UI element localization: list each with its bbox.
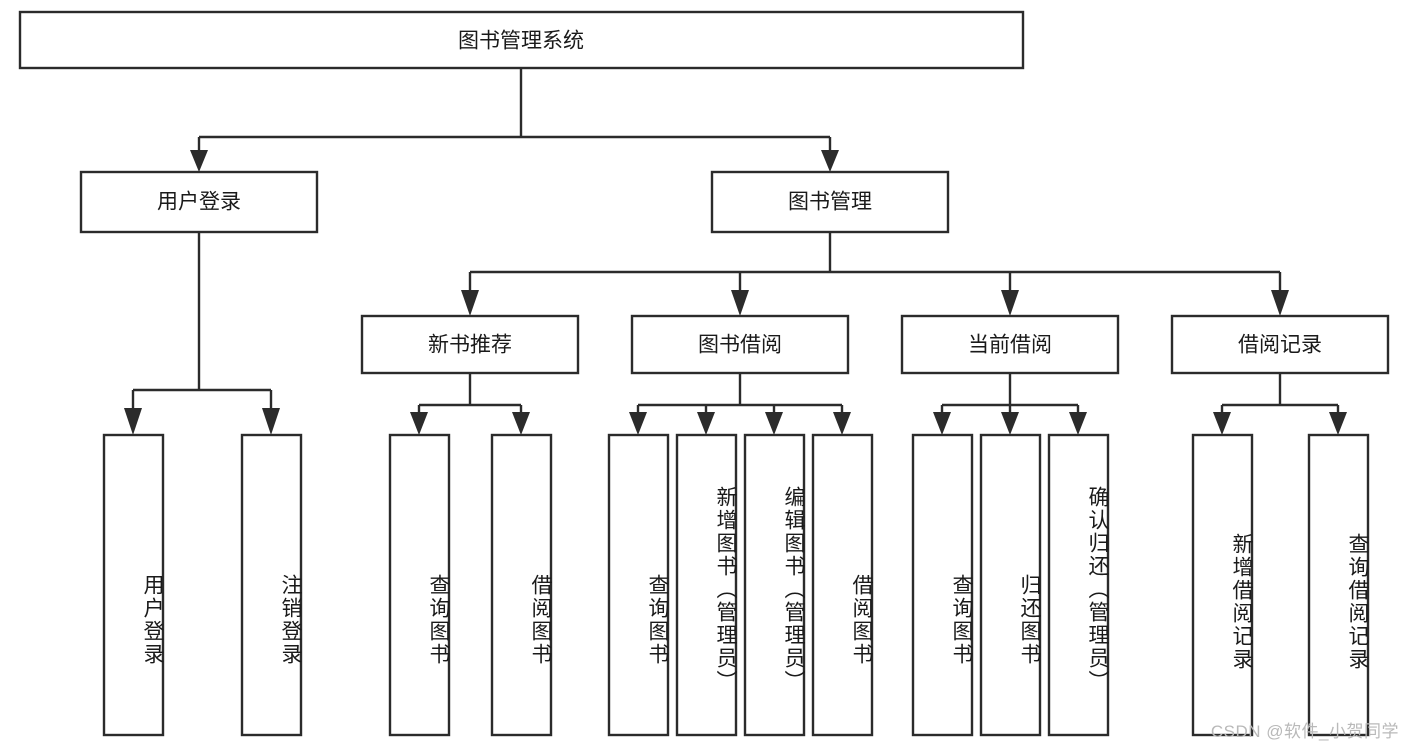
arrow-book-borrow-leaf-4	[833, 412, 851, 435]
arrow-new-book-recommend-leaf-1	[410, 412, 428, 435]
arrow-current-borrow-leaf-2	[1001, 412, 1019, 435]
node-leaf-edit-book-box[interactable]	[743, 433, 806, 737]
node-book-borrow[interactable]: 图书借阅	[630, 314, 850, 375]
node-user-login[interactable]: 用户登录	[79, 170, 319, 234]
arrow-to-book-borrow	[731, 290, 749, 316]
node-leaf-add-book-box[interactable]	[675, 433, 738, 737]
node-user-login-box[interactable]	[79, 170, 319, 234]
node-root-title-box[interactable]	[18, 10, 1025, 70]
arrow-to-new-book-recommend	[461, 290, 479, 316]
node-book-borrow-label: 图书借阅	[698, 334, 782, 357]
node-user-login-label: 用户登录	[157, 191, 241, 214]
node-current-borrow-box[interactable]	[900, 314, 1120, 375]
connector-group-book-management	[461, 232, 1289, 316]
arrow-root-to-user-login	[190, 150, 208, 172]
arrow-book-borrow-leaf-2	[697, 412, 715, 435]
arrow-to-current-borrow	[1001, 290, 1019, 316]
node-book-borrow-box[interactable]	[630, 314, 850, 375]
node-leaf-query-record-box[interactable]	[1307, 433, 1370, 737]
node-leaf-add-record-box[interactable]	[1191, 433, 1254, 737]
connector-group-current-borrow	[933, 373, 1087, 435]
connector-group-book-borrow	[629, 373, 851, 435]
arrow-current-borrow-leaf-1	[933, 412, 951, 435]
node-leaf-borrow-book-1-box[interactable]	[490, 433, 553, 737]
node-leaf-return-book-box[interactable]	[979, 433, 1042, 737]
arrow-user-login-leaf-2	[262, 408, 280, 435]
node-book-management[interactable]: 图书管理	[710, 170, 950, 234]
connector-group-new-book-recommend	[410, 373, 530, 435]
arrow-user-login-leaf-1	[124, 408, 142, 435]
node-leaf-query-book-1-box[interactable]	[388, 433, 451, 737]
node-root-title[interactable]: 图书管理系统	[18, 10, 1025, 70]
node-book-management-box[interactable]	[710, 170, 950, 234]
node-leaf-query-book-3-box[interactable]	[911, 433, 974, 737]
arrow-borrow-record-leaf-2	[1329, 412, 1347, 435]
connector-group-root	[190, 68, 839, 172]
arrow-borrow-record-leaf-1	[1213, 412, 1231, 435]
node-leaf-user-login-box[interactable]	[102, 433, 165, 737]
node-book-management-label: 图书管理	[788, 191, 872, 214]
node-current-borrow-label: 当前借阅	[968, 334, 1052, 357]
arrow-new-book-recommend-leaf-2	[512, 412, 530, 435]
node-leaf-query-book-2-box[interactable]	[607, 433, 670, 737]
connector-group-user-login	[124, 232, 280, 435]
node-borrow-record-label: 借阅记录	[1238, 334, 1322, 357]
node-borrow-record-box[interactable]	[1170, 314, 1390, 375]
node-new-book-recommend-label: 新书推荐	[428, 334, 512, 357]
node-leaf-confirm-return-box[interactable]	[1047, 433, 1110, 737]
arrow-current-borrow-leaf-3	[1069, 412, 1087, 435]
node-new-book-recommend[interactable]: 新书推荐	[360, 314, 580, 375]
arrow-to-borrow-record	[1271, 290, 1289, 316]
arrow-book-borrow-leaf-3	[765, 412, 783, 435]
csdn-watermark: CSDN @软件_小贺同学	[1210, 722, 1399, 741]
node-borrow-record[interactable]: 借阅记录	[1170, 314, 1390, 375]
arrow-book-borrow-leaf-1	[629, 412, 647, 435]
node-current-borrow[interactable]: 当前借阅	[900, 314, 1120, 375]
arrow-root-to-book-management	[821, 150, 839, 172]
node-leaf-user-logout-box[interactable]	[240, 433, 303, 737]
node-leaf-borrow-book-2-box[interactable]	[811, 433, 874, 737]
node-new-book-recommend-box[interactable]	[360, 314, 580, 375]
connector-group-borrow-record	[1213, 373, 1347, 435]
node-root-title-label: 图书管理系统	[458, 30, 584, 53]
